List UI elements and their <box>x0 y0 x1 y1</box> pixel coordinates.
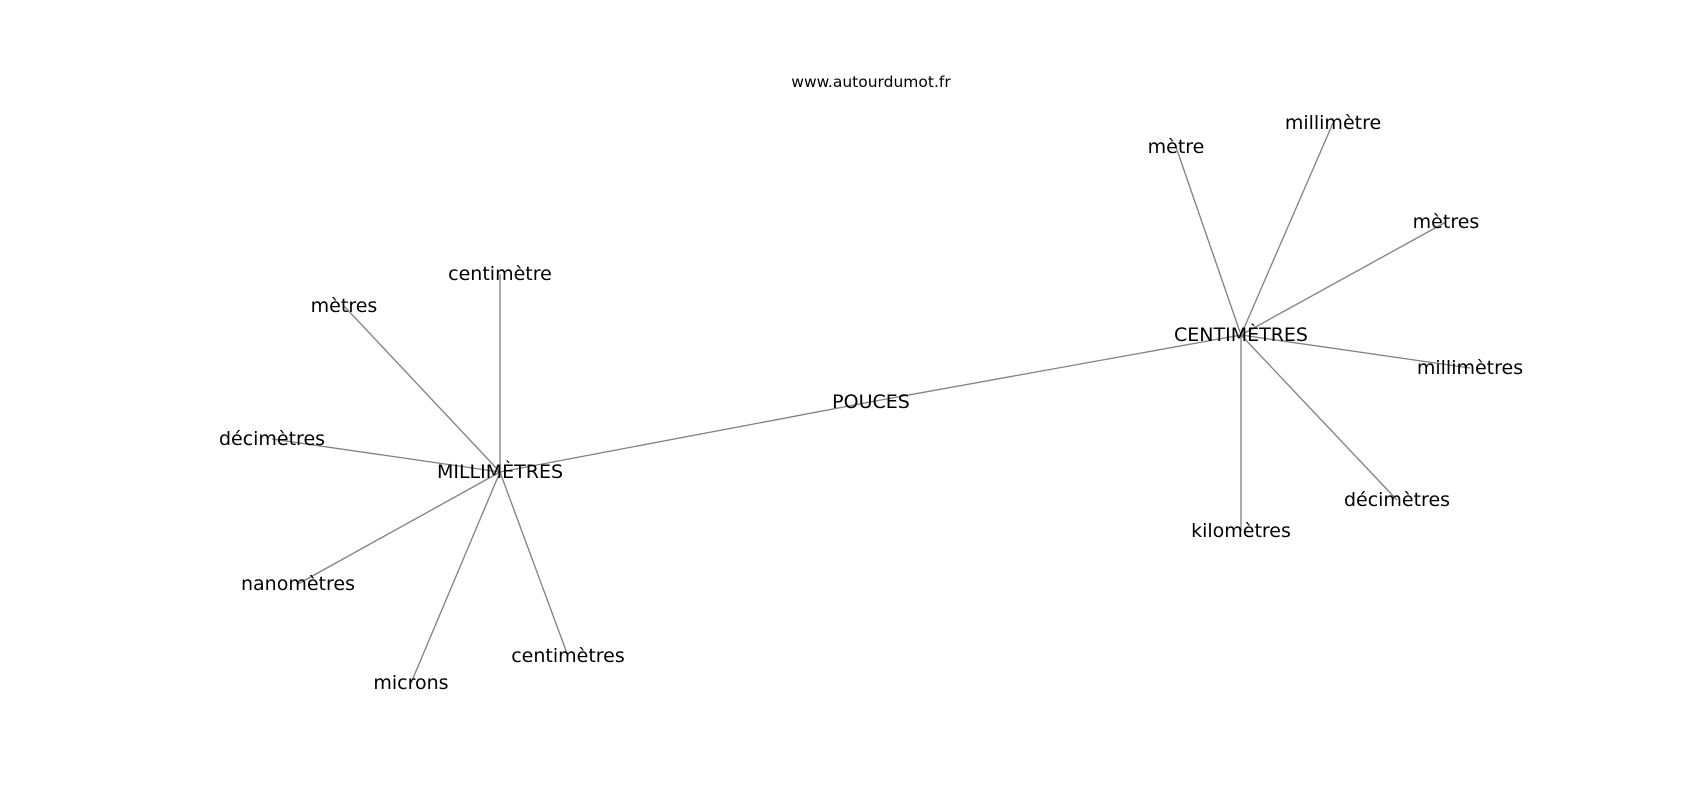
related-word: mètre <box>1148 136 1205 158</box>
source-label: www.autourdumot.fr <box>791 73 951 91</box>
hub-word-2: CENTIMÈTRES <box>1174 323 1308 346</box>
hub-word-1: MILLIMÈTRES <box>437 460 563 483</box>
related-word: décimètres <box>219 428 325 450</box>
edge-hub-2-word-3 <box>1240 221 1447 336</box>
related-word: millimètres <box>1417 357 1523 379</box>
edge-center-hub-1 <box>499 401 871 473</box>
related-word: microns <box>373 672 448 694</box>
edge-hub-1-word-6 <box>499 471 569 657</box>
related-word: centimètre <box>448 263 552 285</box>
edge-hub-1-word-3 <box>271 438 501 473</box>
edge-hub-2-word-1 <box>1175 146 1242 336</box>
labels: www.autourdumot.fr POUCES MILLIMÈTRES ce… <box>219 73 1523 694</box>
edge-hub-2-word-2 <box>1240 122 1334 336</box>
related-word: centimètres <box>511 645 625 667</box>
related-word: kilomètres <box>1191 520 1291 542</box>
edge-hub-2-word-5 <box>1240 334 1398 501</box>
related-word: nanomètres <box>241 573 355 595</box>
edges <box>271 122 1471 684</box>
edge-hub-1-word-2 <box>343 305 501 473</box>
related-word: décimètres <box>1344 489 1450 511</box>
edge-hub-1-word-5 <box>410 471 501 684</box>
edge-center-hub-2 <box>869 334 1242 403</box>
related-word: mètres <box>1413 211 1480 233</box>
related-word: mètres <box>311 295 378 317</box>
center-word: POUCES <box>832 391 910 413</box>
edge-hub-1-word-4 <box>297 471 501 585</box>
edge-hub-2-word-4 <box>1240 334 1471 369</box>
related-word: millimètre <box>1285 112 1381 134</box>
